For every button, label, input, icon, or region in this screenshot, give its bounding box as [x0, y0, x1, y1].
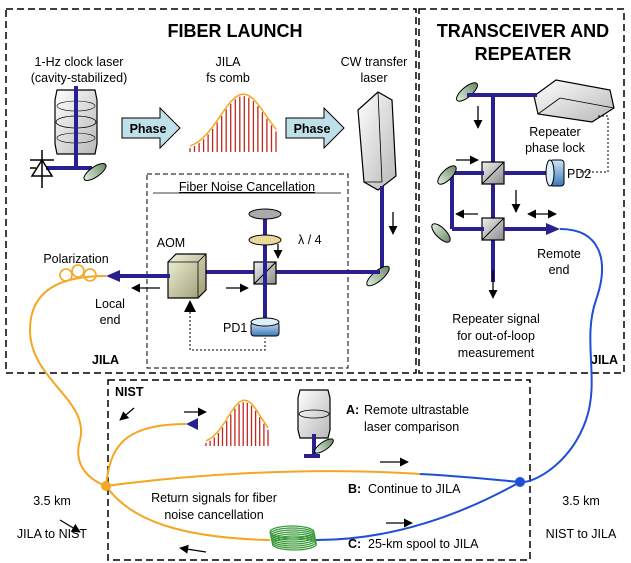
- fiber-c-blue: [315, 481, 521, 541]
- return-signals-label: Return signals for fiber: [151, 491, 277, 505]
- remote-end-sublabel: end: [549, 263, 570, 277]
- option-c-letter: C:: [348, 537, 361, 551]
- phase-label-1: Phase: [130, 122, 167, 136]
- cw-fold-mirror: [366, 265, 390, 287]
- clock-mirror: [83, 162, 107, 182]
- comb-label: JILA: [215, 55, 241, 69]
- laser-diode-icon: [30, 150, 54, 188]
- repeater-laser-cavity: [533, 79, 615, 123]
- jila-label-left: JILA: [92, 353, 119, 367]
- repeater-signal-sublabel-2: measurement: [458, 346, 535, 360]
- option-b-label: Continue to JILA: [368, 482, 461, 496]
- nist-laser-cavity: [297, 389, 331, 458]
- option-b-letter: B:: [348, 482, 361, 496]
- repeater-lock-sublabel: phase lock: [525, 141, 586, 155]
- repeater-lock-label: Repeater: [529, 125, 580, 139]
- polarization-label: Polarization: [43, 252, 108, 266]
- fiber-junction-left: [101, 481, 111, 491]
- option-a-letter: A:: [346, 403, 359, 417]
- clock-laser-sublabel: (cavity-stabilized): [31, 71, 128, 85]
- local-end-sublabel: end: [100, 313, 121, 327]
- clock-laser-label: 1-Hz clock laser: [35, 55, 124, 69]
- beam-splitter-3: [481, 217, 505, 241]
- left-fiber-arrow-2: [119, 407, 135, 421]
- fiber-remote-loop: [523, 228, 603, 483]
- aom: [167, 253, 207, 299]
- polarization-controller: [59, 264, 97, 282]
- fiber-orange-main: [28, 275, 107, 487]
- return-signals-sublabel: noise cancellation: [164, 508, 263, 522]
- comb-sublabel: fs comb: [206, 71, 250, 85]
- repeater-top-mirror: [456, 82, 478, 102]
- nist-mirror: [314, 438, 334, 454]
- fiber-to-nist-comparison: [105, 423, 187, 487]
- distance-left: 3.5 km: [33, 494, 71, 508]
- fiber-b-orange: [105, 470, 421, 487]
- quarter-wave-label: λ / 4: [298, 233, 322, 247]
- cw-laser-cavity: [357, 91, 397, 191]
- repeater-signal-label: Repeater signal: [452, 312, 540, 326]
- phase-arrow-2: [285, 106, 345, 150]
- pd2-label: PD2: [567, 167, 591, 181]
- nist-comb-icon: [205, 399, 269, 446]
- repeater-upper-left-mirror: [437, 165, 457, 185]
- fiber-spool-icon: [269, 525, 318, 551]
- fnc-top-mirror: [248, 208, 282, 220]
- fiber-return-orange: [105, 485, 271, 541]
- option-a-label: Remote ultrastable: [364, 403, 469, 417]
- fiber-junction-right: [515, 477, 525, 487]
- pd1-detector: [250, 317, 280, 337]
- option-c-label: 25-km spool to JILA: [368, 537, 479, 551]
- jila-label-right: JILA: [591, 353, 618, 367]
- return-fiber-arrow: [179, 544, 207, 554]
- fiber-coupler-left: [106, 270, 120, 282]
- left-fiber-arrow-1: [59, 519, 81, 533]
- cw-laser-sublabel: laser: [360, 71, 387, 85]
- aom-drive-arrow: [184, 300, 196, 312]
- pd2-detector: [545, 159, 565, 187]
- fiber-coupler-right: [546, 223, 560, 235]
- fiber-launch-title: FIBER LAUNCH: [168, 21, 303, 41]
- route-left: JILA to NIST: [17, 527, 88, 541]
- distance-right: 3.5 km: [562, 494, 600, 508]
- local-end-label: Local: [95, 297, 125, 311]
- aom-label: AOM: [157, 236, 185, 250]
- pd1-label: PD1: [223, 321, 247, 335]
- phase-arrow-1: [121, 106, 181, 150]
- transceiver-title-line2: REPEATER: [475, 44, 572, 64]
- repeater-lower-left-mirror: [431, 223, 451, 243]
- quarter-wave-plate: [248, 234, 282, 246]
- nist-fiber-coupler: [186, 418, 198, 430]
- repeater-signal-sublabel-1: for out-of-loop: [457, 329, 535, 343]
- clock-laser-cavity: [54, 86, 98, 168]
- transceiver-box: [418, 8, 625, 374]
- repeater-lock-loop: [580, 115, 609, 173]
- phase-label-2: Phase: [294, 122, 331, 136]
- route-right: NIST to JILA: [546, 527, 617, 541]
- option-a-sublabel: laser comparison: [364, 420, 459, 434]
- cw-laser-label: CW transfer: [341, 55, 408, 69]
- transceiver-title-line1: TRANSCEIVER AND: [437, 21, 609, 41]
- fiber-launch-box: [5, 8, 417, 374]
- beam-splitter-2: [481, 161, 505, 185]
- comb-spectrum-icon: [189, 93, 277, 152]
- remote-end-label: Remote: [537, 247, 581, 261]
- fnc-title: Fiber Noise Cancellation: [179, 180, 315, 194]
- fiber-b-blue: [419, 473, 521, 483]
- nist-label: NIST: [115, 385, 144, 399]
